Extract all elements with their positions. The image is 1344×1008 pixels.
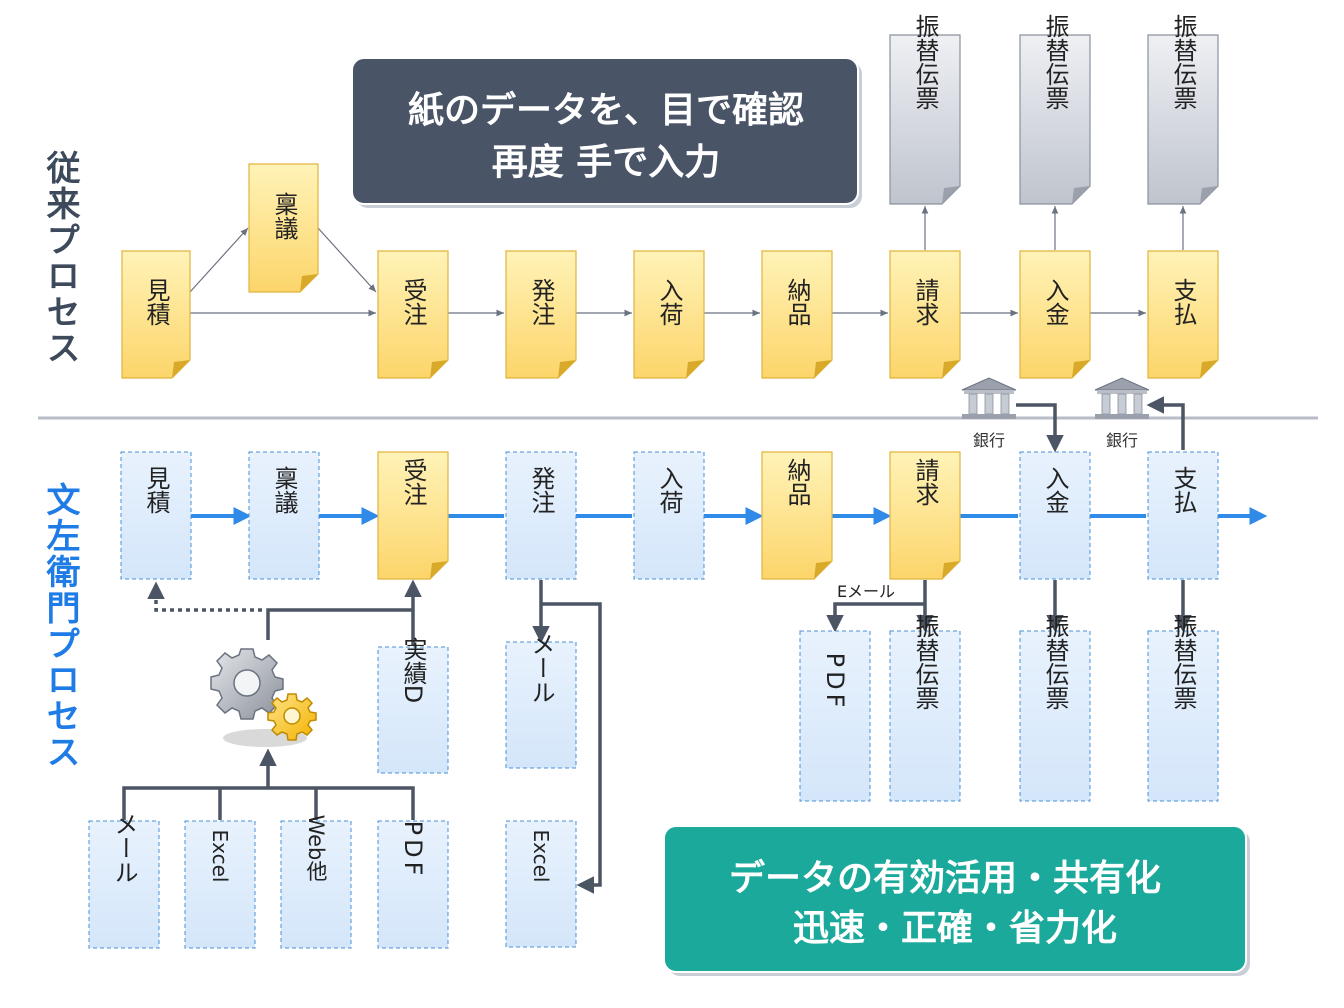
bank-label-1: 銀行 <box>973 431 1005 450</box>
data-callout-line1: データの有効活用・共有化 <box>729 857 1161 899</box>
paper-callout-line1: 紙のデータを、目で確認 <box>408 89 804 131</box>
svg-text:受注: 受注 <box>399 278 427 326</box>
svg-text:PDF: PDF <box>821 653 849 712</box>
doc-box-excel-output: Excel <box>505 820 577 948</box>
svg-text:振替伝票: 振替伝票 <box>1041 14 1069 110</box>
doc-card-top-mitsumori: 見積 <box>121 250 191 379</box>
doc-card-bottom-juchu: 受注 <box>377 451 449 580</box>
voucher-card-top-1: 振替伝票 <box>889 14 961 205</box>
svg-text:メール: メール <box>527 632 555 704</box>
doc-card-bottom-seikyu: 請求 <box>889 451 961 580</box>
svg-text:納品: 納品 <box>783 278 811 326</box>
gear-icon <box>210 648 317 747</box>
voucher-card-top-3: 振替伝票 <box>1147 14 1219 205</box>
svg-text:振替伝票: 振替伝票 <box>911 614 939 710</box>
svg-text:支払: 支払 <box>1169 466 1197 514</box>
doc-card-top-ringi: 稟議 <box>248 163 319 293</box>
svg-text:PDF: PDF <box>399 821 427 880</box>
doc-box-bottom-ringi: 稟議 <box>248 451 320 580</box>
svg-text:見積: 見積 <box>142 466 170 514</box>
top-connectors <box>189 206 1187 317</box>
svg-text:振替伝票: 振替伝票 <box>911 14 939 110</box>
voucher-box-bottom-2: 振替伝票 <box>1019 614 1091 802</box>
svg-text:請求: 請求 <box>911 458 939 506</box>
doc-box-bottom-shiharai: 支払 <box>1147 451 1219 580</box>
doc-card-top-nohin: 納品 <box>761 250 833 379</box>
input-box-pdf: PDF <box>377 820 449 949</box>
svg-text:稟議: 稟議 <box>270 466 298 514</box>
doc-card-top-nyukin: 入金 <box>1019 250 1091 379</box>
doc-box-jisseki: 実績D <box>377 637 449 774</box>
doc-box-bottom-nyuka: 入荷 <box>633 451 705 580</box>
svg-text:実績D: 実績D <box>399 637 427 703</box>
doc-box-bottom-hacchu: 発注 <box>505 451 577 580</box>
paper-callout-line2: 再度 手で入力 <box>492 142 721 183</box>
doc-card-top-shiharai: 支払 <box>1147 250 1219 379</box>
svg-text:支払: 支払 <box>1169 278 1197 326</box>
svg-text:発注: 発注 <box>527 466 555 514</box>
doc-box-mail-output: メール <box>505 632 577 769</box>
dark-connectors <box>122 396 1192 894</box>
svg-text:入荷: 入荷 <box>655 466 683 514</box>
svg-text:請求: 請求 <box>911 278 939 326</box>
doc-card-top-nyuka: 入荷 <box>633 250 705 379</box>
svg-text:Excel: Excel <box>208 830 232 883</box>
doc-box-bottom-nyukin: 入金 <box>1019 451 1091 580</box>
traditional-process-label: 従来プロセス <box>40 150 81 366</box>
data-callout: データの有効活用・共有化 迅速・正確・省力化 <box>663 825 1250 976</box>
svg-text:受注: 受注 <box>399 458 427 506</box>
voucher-card-top-2: 振替伝票 <box>1019 14 1091 205</box>
svg-text:入金: 入金 <box>1041 466 1069 514</box>
doc-box-bottom-mitsumori: 見積 <box>120 451 192 580</box>
email-label: Eメール <box>837 582 895 601</box>
input-box-mail: メール <box>88 812 160 949</box>
svg-text:振替伝票: 振替伝票 <box>1041 614 1069 710</box>
svg-text:入金: 入金 <box>1041 278 1069 326</box>
svg-text:メール: メール <box>110 812 138 884</box>
bank-label-2: 銀行 <box>1106 431 1138 450</box>
svg-text:発注: 発注 <box>527 278 555 326</box>
svg-text:入荷: 入荷 <box>655 278 683 326</box>
svg-text:Excel: Excel <box>529 830 553 883</box>
paper-callout: 紙のデータを、目で確認 再度 手で入力 <box>351 57 862 208</box>
svg-text:納品: 納品 <box>783 458 811 506</box>
svg-text:振替伝票: 振替伝票 <box>1169 614 1197 710</box>
bank-icon <box>1094 377 1150 419</box>
doc-card-top-seikyu: 請求 <box>889 250 961 379</box>
dotted-connector <box>147 581 262 612</box>
svg-text:振替伝票: 振替伝票 <box>1169 14 1197 110</box>
doc-card-top-juchu: 受注 <box>377 250 449 379</box>
doc-card-top-hacchu: 発注 <box>505 250 577 379</box>
voucher-box-bottom-3: 振替伝票 <box>1147 614 1219 802</box>
doc-box-pdf-output: PDF <box>799 630 871 802</box>
voucher-box-bottom-1: 振替伝票 <box>889 614 961 802</box>
svg-text:Web他: Web他 <box>304 815 328 882</box>
bunzaemon-process-label: 文左衛門プロセス <box>40 482 81 770</box>
svg-text:稟議: 稟議 <box>270 192 298 240</box>
bank-icon <box>961 377 1017 419</box>
input-box-web: Web他 <box>280 815 352 949</box>
data-callout-line2: 迅速・正確・省力化 <box>793 908 1117 949</box>
input-box-excel: Excel <box>184 820 256 949</box>
svg-text:見積: 見積 <box>142 278 170 326</box>
doc-card-bottom-nohin: 納品 <box>761 451 833 580</box>
